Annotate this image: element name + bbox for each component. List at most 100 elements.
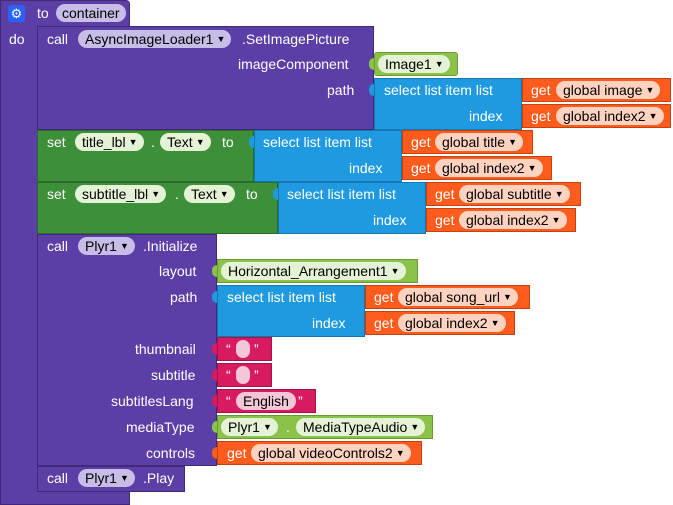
socket-notch [212,343,217,355]
quote-open: “ [226,393,231,409]
call-label: call [47,470,69,486]
dropdown-arrow-icon: ▼ [151,189,161,199]
layout-dropdown[interactable]: Horizontal_Arrangement1▼ [221,262,406,280]
path-label: path [327,82,355,98]
component-name: Horizontal_Arrangement1 [228,263,388,279]
dropdown-arrow-icon: ▼ [551,215,561,225]
async-loader-component-dropdown[interactable]: AsyncImageLoader1▼ [78,30,232,48]
dropdown-arrow-icon: ▼ [195,137,205,147]
dropdown-arrow-icon: ▼ [434,59,444,69]
variable-name: global title [442,134,506,150]
title-lbl-dropdown[interactable]: title_lbl▼ [75,133,144,151]
procedure-do-label: do [9,31,25,47]
dropdown-arrow-icon: ▼ [390,266,400,276]
socket-notch [273,188,278,200]
text-property-dropdown[interactable]: Text▼ [160,133,211,151]
set-label: set [47,186,66,202]
get-label: get [227,445,247,461]
component-name: Plyr1 [85,470,117,486]
to-label: to [246,186,258,202]
socket-notch [212,395,217,407]
component-name: subtitle_lbl [82,186,149,202]
path-label: path [170,289,198,305]
image-component-label: imageComponent [238,56,349,72]
plyr1-dropdown[interactable]: Plyr1▼ [78,237,135,255]
socket-notch [212,291,217,303]
set-label: set [47,134,66,150]
subtitles-lang-label: subtitlesLang [111,393,194,409]
dropdown-arrow-icon: ▼ [410,422,420,432]
socket-notch [212,447,217,459]
dot-label: . [286,419,290,435]
image1-dropdown[interactable]: Image1▼ [378,55,450,73]
component-name: Plyr1 [85,238,117,254]
quote-open: “ [226,341,231,357]
dropdown-arrow-icon: ▼ [503,292,512,302]
variable-name: global videoControls2 [258,445,393,461]
variable-dropdown[interactable]: global index2▼ [398,314,506,332]
plyr1-dropdown[interactable]: Plyr1▼ [78,469,135,487]
variable-dropdown[interactable]: global title▼ [435,133,524,151]
variable-name: global index2 [466,212,549,228]
variable-name: global index2 [563,108,646,124]
select-list-item-block[interactable] [217,285,365,337]
quote-open: “ [226,367,231,383]
dropdown-arrow-icon: ▼ [216,34,226,44]
procedure-name-field[interactable]: container [56,4,126,22]
index-label: index [312,315,346,331]
variable-dropdown[interactable]: global index2▼ [459,211,567,229]
procedure-name-text: container [62,5,120,21]
variable-dropdown[interactable]: global subtitle▼ [459,185,570,203]
select-list-item-block[interactable] [254,130,402,182]
dropdown-arrow-icon: ▼ [395,448,405,458]
subtitles-lang-text-field[interactable]: English [236,392,296,410]
variable-dropdown[interactable]: global index2▼ [556,107,664,125]
media-type-component-dropdown[interactable]: Plyr1▼ [221,418,278,436]
variable-name: global subtitle [466,186,552,202]
component-name: title_lbl [82,134,126,150]
get-label: get [435,186,455,202]
method-name: .Initialize [143,238,198,254]
thumbnail-label: thumbnail [135,341,196,357]
select-list-item-block[interactable] [374,78,522,130]
set-title-text-block[interactable] [37,130,254,182]
dropdown-arrow-icon: ▼ [262,422,272,432]
property-name: Text [191,186,217,202]
text-property-dropdown[interactable]: Text▼ [184,185,235,203]
index-label: index [349,160,383,176]
plyr-initialize-block[interactable] [37,234,217,466]
thumbnail-text-field[interactable] [236,340,250,358]
subtitle-label: subtitle [151,367,196,383]
get-label: get [411,160,431,176]
subtitle-text-field[interactable] [236,366,250,384]
dropdown-arrow-icon: ▼ [527,163,537,173]
socket-notch [369,58,374,70]
dropdown-arrow-icon: ▼ [490,318,500,328]
dropdown-arrow-icon: ▼ [219,189,229,199]
socket-notch [369,84,374,96]
variable-dropdown[interactable]: global videoControls2▼ [251,444,411,462]
select-list-item-block[interactable] [278,182,426,234]
controls-label: controls [146,445,196,461]
select-list-item-label: select list item list [384,82,493,98]
variable-dropdown[interactable]: global song_url▼ [398,288,518,306]
to-label: to [222,134,234,150]
component-name: Plyr1 [228,419,260,435]
gear-icon[interactable]: ⚙ [8,5,25,22]
quote-close: ” [254,341,259,357]
variable-name: global song_url [405,289,500,305]
dropdown-arrow-icon: ▼ [119,473,129,483]
dropdown-arrow-icon: ▼ [508,137,518,147]
media-type-value-dropdown[interactable]: MediaTypeAudio▼ [296,418,426,436]
component-name: Image1 [385,56,432,72]
variable-dropdown[interactable]: global image▼ [556,81,661,99]
variable-dropdown[interactable]: global index2▼ [435,159,543,177]
component-name: AsyncImageLoader1 [85,31,214,47]
variable-name: global image [563,82,643,98]
socket-notch [212,265,217,277]
quote-close: ” [298,393,303,409]
variable-name: global index2 [442,160,525,176]
dropdown-arrow-icon: ▼ [128,137,138,147]
procedure-body-frame [0,26,38,505]
subtitle-lbl-dropdown[interactable]: subtitle_lbl▼ [75,185,167,203]
